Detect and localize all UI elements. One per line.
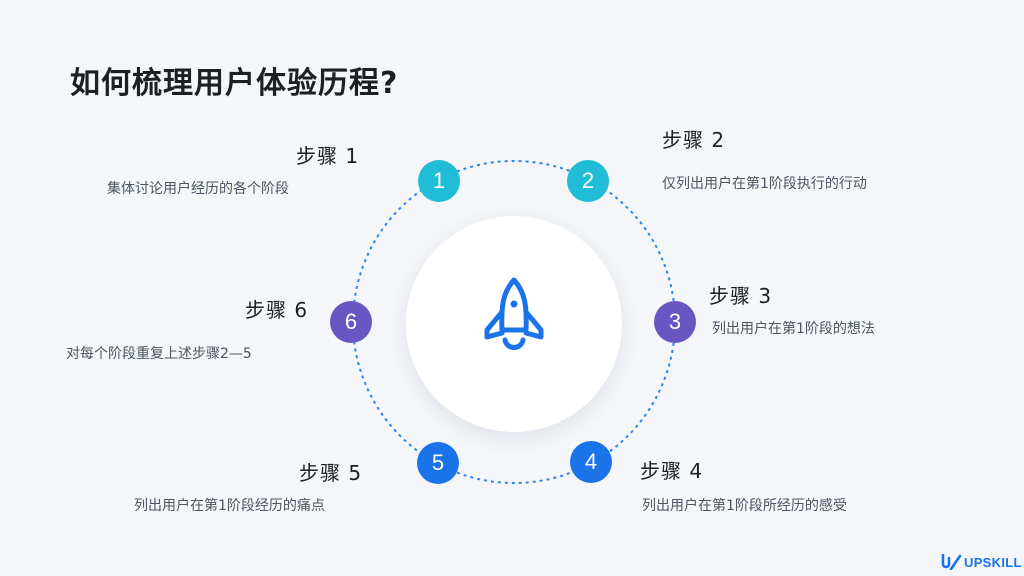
step-3-title: 步骤 3 xyxy=(709,284,773,308)
step-1-node: 1 xyxy=(418,160,460,202)
step-1-title: 步骤 1 xyxy=(296,144,360,168)
step-6-desc: 对每个阶段重复上述步骤2—5 xyxy=(66,346,252,362)
step-5-title: 步骤 5 xyxy=(299,461,363,485)
step-6-node: 6 xyxy=(330,301,372,343)
center-disc xyxy=(406,216,622,432)
upskill-logo: UPSKILL xyxy=(940,554,1022,570)
step-3-node: 3 xyxy=(654,301,696,343)
step-2-title: 步骤 2 xyxy=(662,128,726,152)
step-4-desc: 列出用户在第1阶段所经历的感受 xyxy=(642,498,847,514)
step-2-node: 2 xyxy=(567,160,609,202)
step-3-desc: 列出用户在第1阶段的想法 xyxy=(712,321,875,337)
logo-text: UPSKILL xyxy=(964,554,1022,570)
step-4-node: 4 xyxy=(570,441,612,483)
step-2-desc: 仅列出用户在第1阶段执行的行动 xyxy=(662,176,867,192)
step-1-desc: 集体讨论用户经历的各个阶段 xyxy=(107,181,289,197)
upskill-logo-icon xyxy=(941,554,962,570)
step-5-node: 5 xyxy=(417,442,459,484)
step-6-title: 步骤 6 xyxy=(245,298,309,322)
step-4-title: 步骤 4 xyxy=(640,459,704,483)
page-title: 如何梳理用户体验历程? xyxy=(70,66,399,101)
step-5-desc: 列出用户在第1阶段经历的痛点 xyxy=(134,498,325,514)
rocket-icon xyxy=(484,277,544,350)
